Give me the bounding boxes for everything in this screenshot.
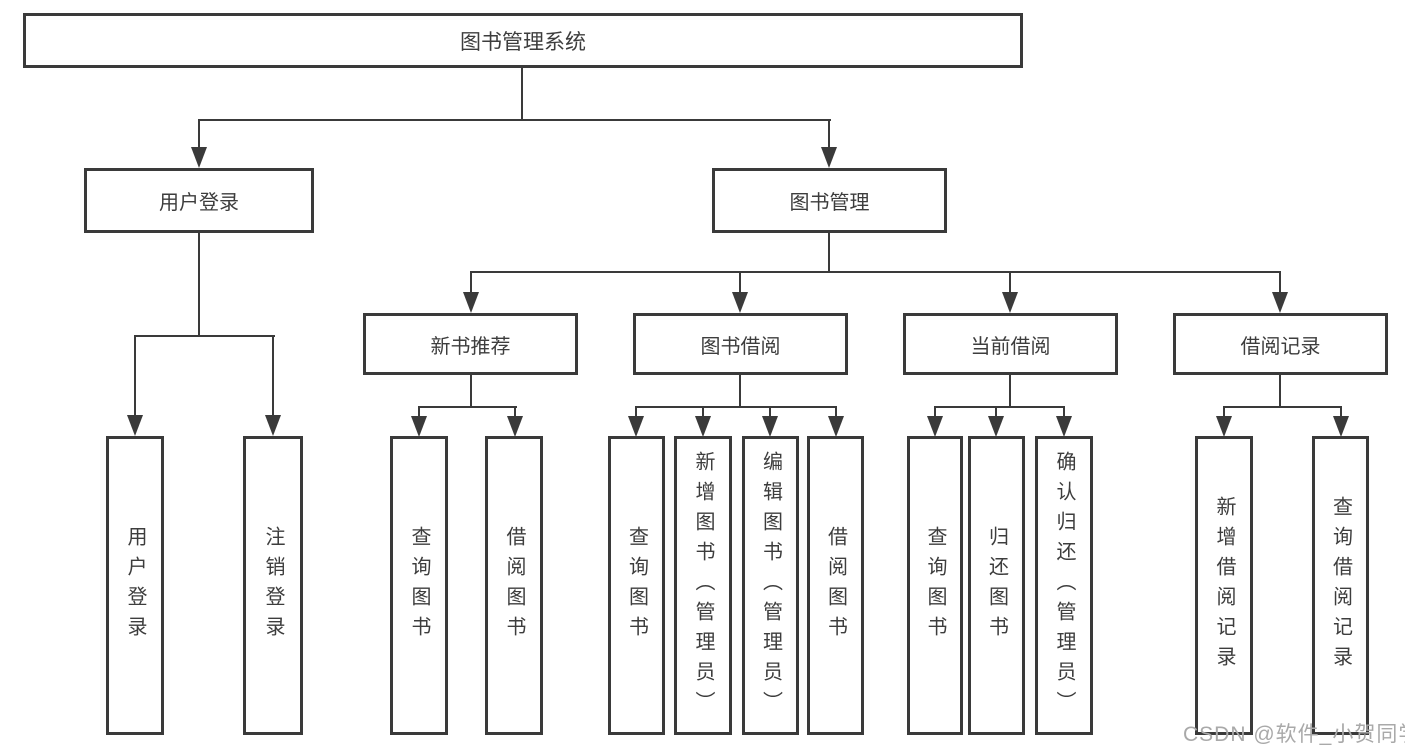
arrow-down xyxy=(1002,292,1018,313)
arrow-down xyxy=(191,147,207,168)
leaf-current-query-books: 查询图书 xyxy=(907,436,963,735)
arrow-down xyxy=(732,292,748,313)
node-book-management-label: 图书管理 xyxy=(789,192,870,214)
leaf-current-confirm-return-admin: 确认归还（管理员） xyxy=(1035,436,1093,735)
leaf-borrow-borrow-books-label: 借阅图书 xyxy=(824,525,847,646)
node-book-borrowing-label: 图书借阅 xyxy=(700,335,781,358)
leaf-record-query-borrow-record-label: 查询借阅记录 xyxy=(1329,495,1352,676)
connector-line xyxy=(934,406,936,418)
arrow-down xyxy=(828,416,844,437)
arrow-down xyxy=(1216,416,1232,437)
arrow-down xyxy=(628,416,644,437)
leaf-newbook-query-books: 查询图书 xyxy=(390,436,448,735)
node-current-borrowing-label: 当前借阅 xyxy=(970,335,1051,358)
leaf-borrow-query-books-label: 查询图书 xyxy=(625,525,648,646)
connector-line xyxy=(1223,406,1342,408)
connector-line xyxy=(835,406,837,418)
connector-line xyxy=(1279,373,1281,408)
connector-line xyxy=(934,406,1065,408)
node-library-system-label: 图书管理系统 xyxy=(460,30,586,54)
connector-line xyxy=(739,373,741,408)
connector-line xyxy=(134,335,275,337)
node-user-login-label: 用户登录 xyxy=(159,192,239,214)
arrow-down xyxy=(463,292,479,313)
arrow-down xyxy=(927,416,943,437)
connector-line xyxy=(1063,406,1065,418)
connector-line xyxy=(635,406,637,418)
leaf-current-return-books: 归还图书 xyxy=(968,436,1025,735)
node-library-system: 图书管理系统 xyxy=(23,13,1023,68)
connector-line xyxy=(769,406,771,418)
connector-line xyxy=(1223,406,1225,418)
arrow-down xyxy=(127,415,143,436)
arrow-down xyxy=(821,147,837,168)
connector-line xyxy=(739,271,741,294)
leaf-borrow-borrow-books: 借阅图书 xyxy=(807,436,864,735)
leaf-borrow-edit-books-admin: 编辑图书（管理员） xyxy=(742,436,799,735)
connector-line xyxy=(521,66,523,120)
arrow-down xyxy=(1272,292,1288,313)
connector-line xyxy=(635,406,837,408)
leaf-record-add-borrow-record-label: 新增借阅记录 xyxy=(1213,495,1235,676)
node-user-login: 用户登录 xyxy=(84,168,314,233)
connector-line xyxy=(702,406,704,418)
leaf-borrow-edit-books-admin-label: 编辑图书（管理员） xyxy=(759,450,782,721)
connector-line xyxy=(514,406,516,418)
arrow-down xyxy=(695,416,711,437)
leaf-newbook-query-books-label: 查询图书 xyxy=(408,525,430,646)
leaf-borrow-query-books: 查询图书 xyxy=(608,436,665,735)
leaf-current-return-books-label: 归还图书 xyxy=(985,525,1008,646)
leaf-logout-login-label: 注销登录 xyxy=(262,525,284,646)
leaf-borrow-add-books-admin: 新增图书（管理员） xyxy=(674,436,732,735)
connector-line xyxy=(828,119,830,149)
arrow-down xyxy=(1333,416,1349,437)
arrow-down xyxy=(507,416,523,437)
connector-line xyxy=(134,335,136,417)
connector-line xyxy=(198,119,831,121)
arrow-down xyxy=(411,416,427,437)
connector-line xyxy=(470,373,472,408)
leaf-borrow-add-books-admin-label: 新增图书（管理员） xyxy=(692,450,714,721)
connector-line xyxy=(198,119,200,149)
leaf-user-login: 用户登录 xyxy=(106,436,164,735)
node-new-book-recommendation: 新书推荐 xyxy=(363,313,578,375)
node-borrowing-records: 借阅记录 xyxy=(1173,313,1388,375)
node-borrowing-records-label: 借阅记录 xyxy=(1240,335,1321,358)
node-current-borrowing: 当前借阅 xyxy=(903,313,1118,375)
watermark: CSDN @软件_小贺同学 xyxy=(1183,723,1405,746)
leaf-logout-login: 注销登录 xyxy=(243,436,303,735)
leaf-user-login-label: 用户登录 xyxy=(124,525,146,646)
leaf-newbook-borrow-books-label: 借阅图书 xyxy=(503,525,525,646)
node-new-book-recommendation-label: 新书推荐 xyxy=(430,335,511,358)
connector-line xyxy=(470,271,472,294)
leaf-current-confirm-return-admin-label: 确认归还（管理员） xyxy=(1053,450,1075,721)
arrow-down xyxy=(1056,416,1072,437)
leaf-newbook-borrow-books: 借阅图书 xyxy=(485,436,543,735)
connector-line xyxy=(1279,271,1281,294)
connector-line xyxy=(418,406,420,418)
leaf-record-add-borrow-record: 新增借阅记录 xyxy=(1195,436,1253,735)
connector-line xyxy=(418,406,517,408)
arrow-down xyxy=(762,416,778,437)
arrow-down xyxy=(988,416,1004,437)
node-book-borrowing: 图书借阅 xyxy=(633,313,848,375)
node-book-management: 图书管理 xyxy=(712,168,947,233)
connector-line xyxy=(995,406,997,418)
connector-line xyxy=(828,231,830,273)
connector-line xyxy=(198,231,200,336)
leaf-current-query-books-label: 查询图书 xyxy=(924,525,946,646)
connector-line xyxy=(1009,373,1011,408)
connector-line xyxy=(1340,406,1342,418)
connector-line xyxy=(1009,271,1011,294)
connector-line xyxy=(470,271,1281,273)
arrow-down xyxy=(265,415,281,436)
connector-line xyxy=(272,335,274,417)
leaf-record-query-borrow-record: 查询借阅记录 xyxy=(1312,436,1369,735)
